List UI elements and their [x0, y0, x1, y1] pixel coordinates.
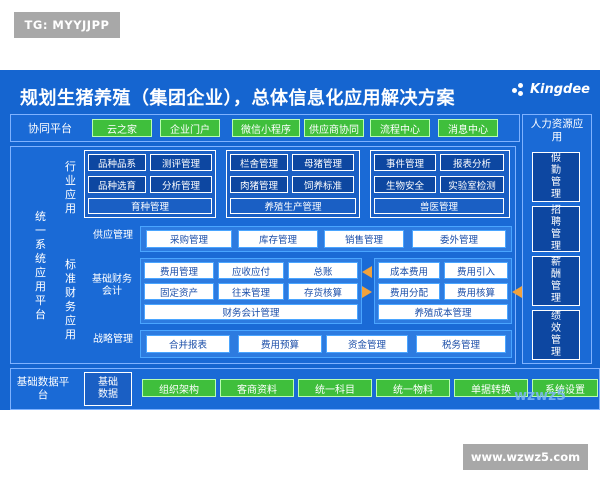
arrow-right [362, 286, 372, 298]
basedata-item: 客商资料 [220, 379, 294, 397]
breeding-item: 分析管理 [150, 176, 212, 193]
vet-item: 实验室检测 [440, 176, 504, 193]
collab-item: 消息中心 [438, 119, 498, 137]
production-item: 栏舍管理 [230, 154, 288, 171]
supply-item: 委外管理 [412, 230, 506, 248]
cost-item: 费用核算 [444, 283, 508, 300]
arrow-left [512, 286, 522, 298]
cost-item: 费用引入 [444, 262, 508, 279]
top-watermark-tag: TG: MYYJJPP [14, 12, 120, 38]
strategy-item: 费用预算 [238, 335, 322, 353]
collab-platform-label: 协同平台 [28, 122, 72, 135]
supply-item: 库存管理 [238, 230, 318, 248]
finance-label: 基础财务会计 [92, 274, 132, 297]
strategy-label: 战略管理 [93, 334, 133, 345]
cost-item: 费用分配 [378, 283, 440, 300]
supply-item: 采购管理 [146, 230, 232, 248]
kingdee-logo-icon [511, 82, 526, 97]
basedata-item: 组织架构 [142, 379, 216, 397]
industry-app-label: 行业应用 [65, 160, 76, 215]
production-item: 肉猪管理 [230, 176, 288, 193]
vet-item: 报表分析 [440, 154, 504, 171]
collab-item: 供应商协同 [304, 119, 364, 137]
kingdee-logo-text: Kingdee [529, 82, 590, 97]
slide-canvas: 规划生猪养殖（集团企业），总体信息化应用解决方案 Kingdee 协同平台 云之… [0, 70, 600, 410]
cost-item: 成本费用 [378, 262, 440, 279]
finance-item: 应收应付 [218, 262, 284, 279]
breeding-footer: 育种管理 [88, 198, 212, 214]
strategy-item: 合并报表 [146, 335, 230, 353]
finance-item: 总账 [288, 262, 358, 279]
hr-label: 人力资源应用 [530, 118, 584, 143]
basedata-item: 统一物料 [376, 379, 450, 397]
finance-item: 费用管理 [144, 262, 214, 279]
breeding-item: 品种选育 [88, 176, 146, 193]
cost-footer: 养殖成本管理 [378, 304, 508, 320]
finance-footer: 财务会计管理 [144, 304, 358, 320]
basedata-platform-label: 基础数据平台 [16, 376, 70, 401]
finance-item: 存货核算 [288, 283, 358, 300]
basedata-item: 系统设置 [532, 379, 598, 397]
hr-item: 招聘管理 [532, 205, 580, 252]
hr-item: 绩效管理 [532, 310, 580, 360]
standard-finance-label: 标准财务应用 [65, 258, 76, 341]
basedata-sub-label: 基础数据 [84, 372, 132, 406]
hr-item: 薪酬管理 [532, 256, 580, 306]
production-footer: 养殖生产管理 [230, 198, 356, 214]
unified-platform-label: 统一系统应用平台 [35, 210, 46, 321]
strategy-item: 资金管理 [326, 335, 408, 353]
production-item: 母猪管理 [292, 154, 354, 171]
vet-item: 生物安全 [374, 176, 436, 193]
slide-title: 规划生猪养殖（集团企业），总体信息化应用解决方案 [20, 88, 455, 109]
finance-item: 固定资产 [144, 283, 214, 300]
bottom-watermark-tag: www.wzwz5.com [463, 444, 588, 470]
production-item: 饲养标准 [292, 176, 354, 193]
basedata-item: 统一科目 [298, 379, 372, 397]
collab-item: 企业门户 [160, 119, 220, 137]
supply-label: 供应管理 [93, 230, 133, 241]
finance-item: 往来管理 [218, 283, 284, 300]
collab-item: 流程中心 [370, 119, 430, 137]
breeding-item: 测评管理 [150, 154, 212, 171]
supply-item: 销售管理 [324, 230, 404, 248]
corner-watermark: wzwz5 [514, 388, 566, 404]
hr-item: 假勤管理 [532, 152, 580, 202]
arrow-left [362, 266, 372, 278]
vet-footer: 兽医管理 [374, 198, 504, 214]
breeding-item: 品种品系 [88, 154, 146, 171]
kingdee-logo: Kingdee [511, 82, 590, 97]
collab-item: 微信小程序 [232, 119, 300, 137]
collab-item: 云之家 [92, 119, 152, 137]
basedata-item: 单据转换 [454, 379, 528, 397]
strategy-item: 税务管理 [416, 335, 506, 353]
vet-item: 事件管理 [374, 154, 436, 171]
